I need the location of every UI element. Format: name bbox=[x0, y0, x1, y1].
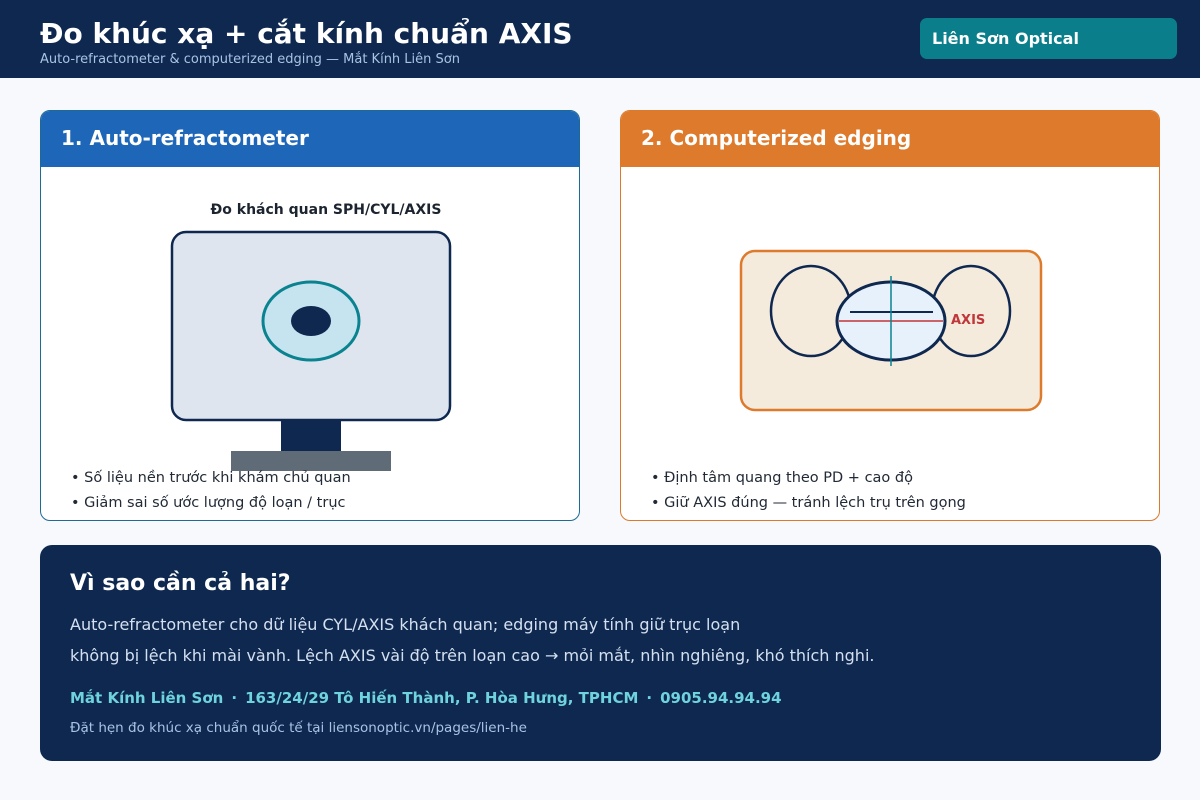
info-text-line-1: Auto-refractometer cho dữ liệu CYL/AXIS … bbox=[70, 615, 741, 634]
booking-note: Đặt hẹn đo khúc xạ chuẩn quốc tế tại lie… bbox=[70, 720, 527, 736]
brand-badge: Liên Sơn Optical bbox=[920, 18, 1177, 59]
contact-phone: 0905.94.94.94 bbox=[660, 689, 782, 707]
monitor-base bbox=[231, 451, 391, 471]
page-title: Đo khúc xạ + cắt kính chuẩn AXIS bbox=[40, 17, 573, 50]
computerized-edging-panel-title: 2. Computerized edging bbox=[621, 111, 1159, 167]
info-title: Vì sao cần cả hai? bbox=[70, 571, 291, 596]
refractometer-caption: Đo khách quan SPH/CYL/AXIS bbox=[211, 202, 442, 218]
list-item: Số liệu nền trước khi khám chủ quan bbox=[71, 470, 351, 495]
contact-separator: · bbox=[646, 689, 653, 707]
auto-refractometer-panel: 1. Auto-refractometer Đo khách quan SPH/… bbox=[40, 110, 580, 521]
list-item: Giữ AXIS đúng — tránh lệch trụ trên gọng bbox=[651, 495, 966, 520]
auto-refractometer-panel-title: 1. Auto-refractometer bbox=[41, 111, 579, 167]
list-item: Giảm sai số ước lượng độ loạn / trục bbox=[71, 495, 351, 520]
page-subtitle: Auto-refractometer & computerized edging… bbox=[40, 52, 460, 67]
info-text-line-2: không bị lệch khi mài vành. Lệch AXIS và… bbox=[70, 646, 875, 665]
page-header: Đo khúc xạ + cắt kính chuẩn AXIS Auto-re… bbox=[0, 0, 1200, 78]
monitor-neck bbox=[281, 416, 341, 453]
contact-address: 163/24/29 Tô Hiến Thành, P. Hòa Hưng, TP… bbox=[245, 689, 639, 707]
contact-name: Mắt Kính Liên Sơn bbox=[70, 689, 224, 707]
auto-refractometer-bullets: Số liệu nền trước khi khám chủ quan Giảm… bbox=[71, 470, 351, 520]
eye-pupil-icon bbox=[291, 306, 331, 336]
refractometer-illustration: Đo khách quan SPH/CYL/AXIS bbox=[170, 202, 452, 471]
axis-label: AXIS bbox=[951, 313, 985, 328]
why-both-info-box: Vì sao cần cả hai? Auto-refractometer ch… bbox=[40, 545, 1161, 761]
computerized-edging-panel: 2. Computerized edging AXIS Định tâm qua… bbox=[620, 110, 1160, 521]
computerized-edging-bullets: Định tâm quang theo PD + cao độ Giữ AXIS… bbox=[651, 470, 966, 520]
contact-line: Mắt Kính Liên Sơn · 163/24/29 Tô Hiến Thàn… bbox=[70, 689, 782, 707]
list-item: Định tâm quang theo PD + cao độ bbox=[651, 470, 966, 495]
edging-illustration: AXIS bbox=[739, 249, 1043, 412]
contact-separator: · bbox=[231, 689, 238, 707]
